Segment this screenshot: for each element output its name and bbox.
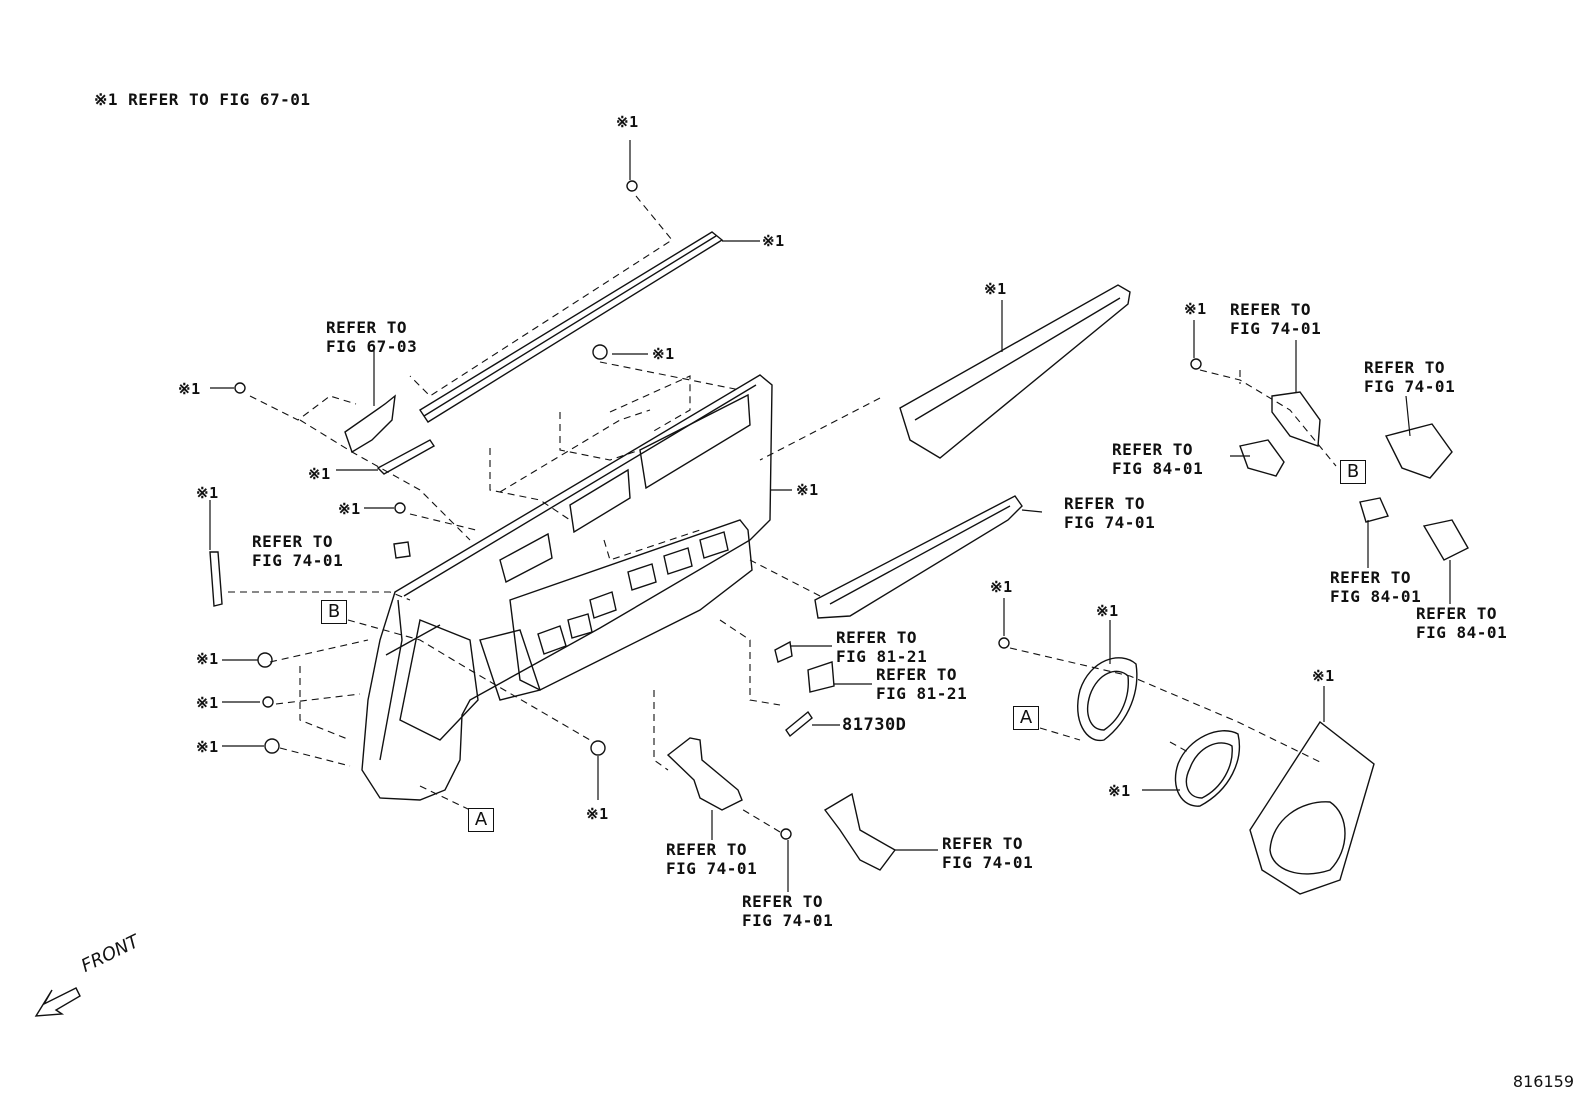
speaker-grille [1249, 720, 1375, 895]
mark-label: ※1 [308, 465, 331, 483]
mark-label: ※1 [1184, 300, 1207, 318]
mark-label: ※1 [178, 380, 201, 398]
mark-label: ※1 [196, 694, 219, 712]
switch-bracket [1271, 391, 1321, 447]
mark-label: ※1 [1312, 667, 1335, 685]
mark-label: ※1 [796, 481, 819, 499]
callout-box-b: B [321, 600, 347, 624]
mark-label: ※1 [1108, 782, 1131, 800]
mark-label: ※1 [762, 232, 785, 250]
callout-box-b: B [1340, 460, 1366, 484]
mark-label: ※1 [338, 500, 361, 518]
pocket-cover [823, 792, 897, 871]
handle-bracket [344, 394, 396, 454]
mark-label: ※1 [984, 280, 1007, 298]
armrest-ornament [814, 495, 1023, 619]
mark-label: ※1 [196, 484, 219, 502]
rod [376, 439, 436, 475]
mark-label: ※1 [196, 650, 219, 668]
stay-rod [209, 551, 223, 607]
mark-label: ※1 [616, 113, 639, 131]
switch-4 [1422, 519, 1469, 561]
upper-ornament [899, 284, 1131, 459]
window-switch-1 [1239, 439, 1285, 477]
figure-id: 816159 [1512, 1072, 1574, 1091]
armrest [509, 519, 753, 691]
mark-label: ※1 [652, 345, 675, 363]
mark-label: ※1 [1096, 602, 1119, 620]
callout-box-a: A [1013, 706, 1039, 730]
speaker-ring-2 [1174, 730, 1240, 807]
door-trim-panel [361, 374, 773, 801]
window-switch-2 [1384, 423, 1453, 479]
mark-label: ※1 [586, 805, 609, 823]
switch-3 [1359, 497, 1389, 523]
mark-label: ※1 [990, 578, 1013, 596]
speaker-ring-1 [1077, 657, 1138, 742]
belt-moulding [419, 231, 724, 423]
mark-label: ※1 [196, 738, 219, 756]
part-number-81730d: 81730D [842, 715, 907, 735]
callout-box-a: A [468, 808, 494, 832]
lower-bracket [666, 737, 743, 811]
note-refer-fig-67-01: ※1 REFER TO FIG 67-01 [94, 90, 311, 109]
